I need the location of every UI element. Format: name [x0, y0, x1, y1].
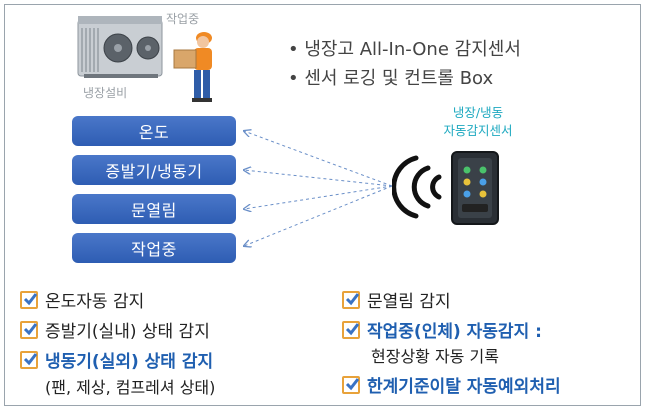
- check-item-door: 문열림 감지: [342, 287, 451, 312]
- checkbox-checked-icon: [342, 375, 360, 394]
- checkbox-checked-icon: [20, 290, 38, 309]
- check-label: 증발기(실내) 상태 감지: [45, 322, 210, 342]
- refrigeration-unit-icon: [77, 16, 163, 78]
- worker-caption: 작업중: [166, 12, 200, 26]
- equipment-caption: 냉장설비: [83, 86, 128, 100]
- checkbox-checked-icon: [342, 290, 360, 309]
- check-label: 냉동기(실외) 상태 감지: [45, 352, 214, 372]
- worker-carrying-box-icon: [173, 32, 212, 102]
- pill-working: 작업중: [72, 233, 236, 263]
- checkbox-checked-icon: [342, 320, 360, 339]
- check-label: 작업중(인체) 자동감지 :: [367, 322, 542, 342]
- sensor-caption-line1: 냉장/냉동: [452, 105, 504, 120]
- check-label: 문열림 감지: [367, 292, 451, 312]
- check-label: 온도자동 감지: [45, 292, 145, 312]
- check-sub-freezer: (팬, 제상, 컴프레셔 상태): [45, 378, 216, 397]
- pill-temperature: 온도: [72, 116, 236, 146]
- check-item-temperature: 온도자동 감지: [20, 287, 144, 312]
- sensor-caption-line2: 자동감지센서: [443, 123, 513, 138]
- sensor-device-icon: [451, 151, 499, 225]
- bullet-logging-control-box: • 센서 로깅 및 컨트롤 Box: [288, 68, 494, 89]
- arrow-to-temperature: [244, 131, 393, 187]
- wireless-signal-icon: [392, 155, 442, 219]
- arrow-to-evaporator: [244, 170, 393, 187]
- pill-evaporator-freezer: 증발기/냉동기: [72, 155, 236, 185]
- check-item-evaporator: 증발기(실내) 상태 감지: [20, 317, 210, 342]
- check-label: 한계기준이탈 자동예외처리: [367, 377, 561, 397]
- checkbox-checked-icon: [20, 320, 38, 339]
- check-item-threshold: 한계기준이탈 자동예외처리: [342, 372, 561, 397]
- checkbox-checked-icon: [20, 350, 38, 369]
- check-item-working: 작업중(인체) 자동감지 :: [342, 317, 542, 342]
- arrow-to-door: [244, 185, 393, 209]
- check-item-freezer: 냉동기(실외) 상태 감지: [20, 347, 213, 372]
- bullet-all-in-one-sensor: • 냉장고 All-In-One 감지센서: [288, 39, 521, 60]
- check-sub-working: 현장상황 자동 기록: [371, 347, 499, 366]
- pill-door-open: 문열림: [72, 194, 236, 224]
- arrow-to-working: [244, 185, 393, 246]
